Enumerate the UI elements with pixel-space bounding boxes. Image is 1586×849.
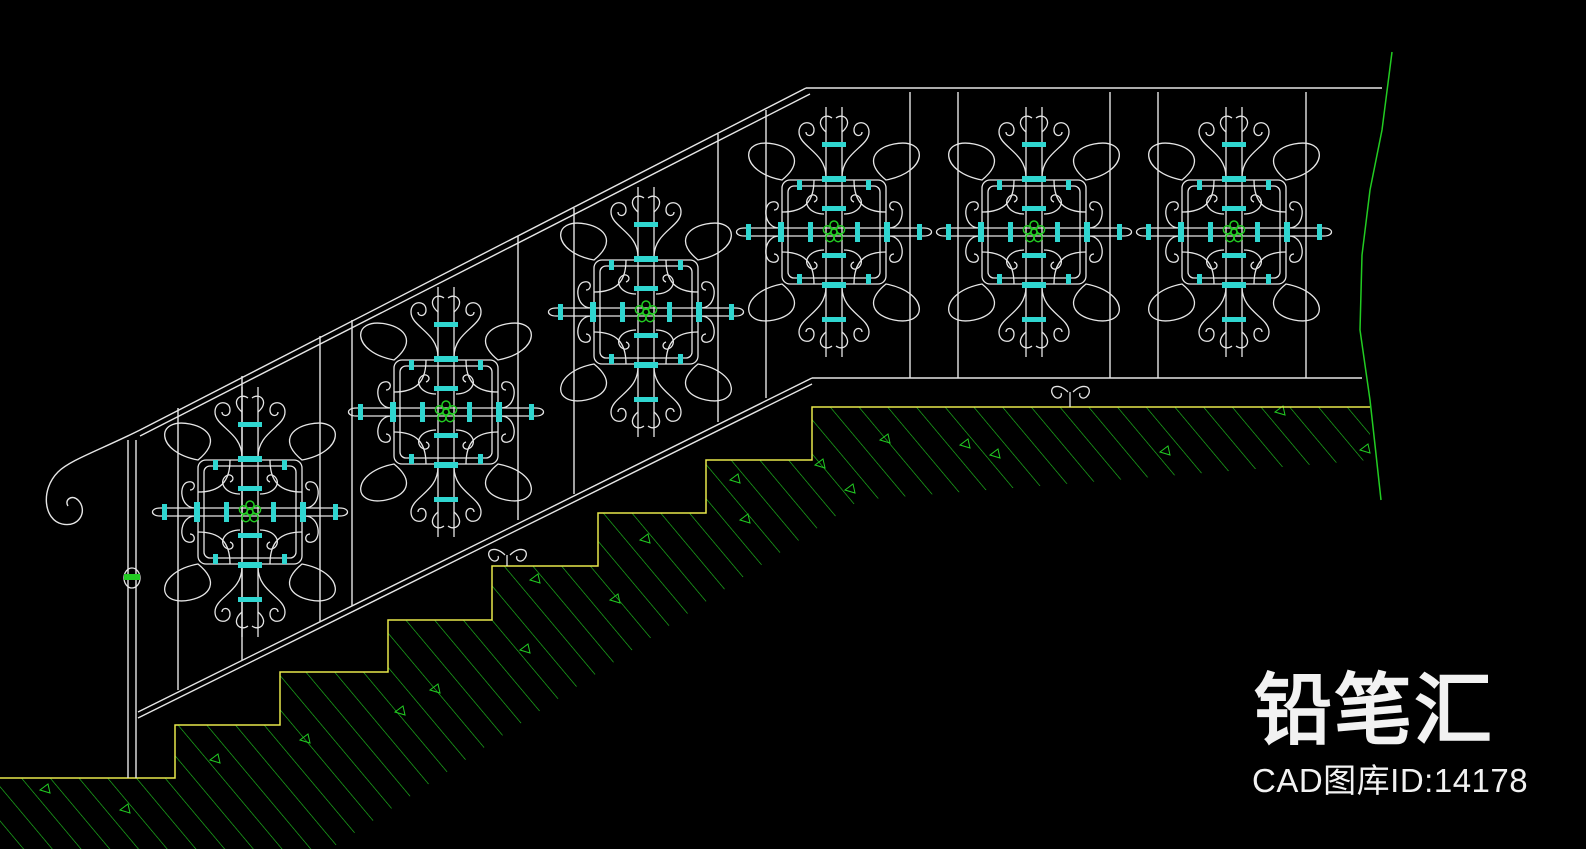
stair-profile <box>0 406 1370 779</box>
small-scrolls <box>488 385 1090 566</box>
cad-id-watermark: CAD图库ID:14178 <box>1252 762 1529 799</box>
wall-line <box>1359 51 1393 501</box>
newel-knob <box>123 567 141 589</box>
brand-watermark: 铅笔汇 <box>1254 666 1495 756</box>
ground-hatch <box>0 405 1371 849</box>
